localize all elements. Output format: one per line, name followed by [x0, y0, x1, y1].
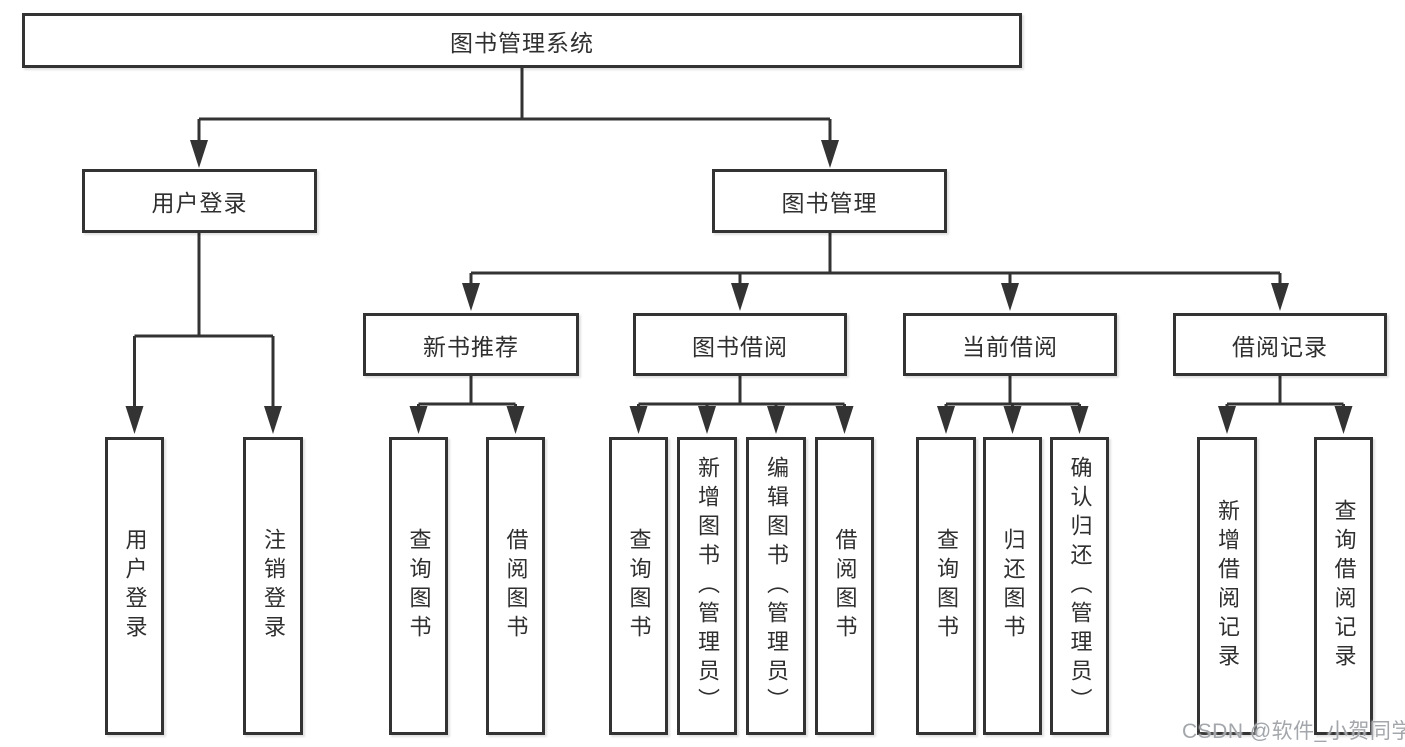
leaf-query-books-recommend: 查询图书: [389, 437, 448, 735]
node-label: 注销登录: [261, 528, 286, 644]
leaf-user-login: 用户登录: [105, 437, 164, 735]
node-user-login: 用户登录: [82, 169, 317, 233]
node-label: 查询图书: [934, 528, 959, 644]
arrowheads: [125, 140, 1353, 434]
node-label: 新增图书（管理员）: [695, 455, 720, 717]
leaf-return-book: 归还图书: [983, 437, 1042, 735]
node-label: 借阅图书: [503, 528, 529, 644]
node-label: 当前借阅: [962, 333, 1058, 360]
node-label: 图书管理: [781, 190, 878, 216]
node-label: 借阅图书: [832, 528, 858, 644]
node-label: 用户登录: [122, 528, 148, 644]
node-label: 新增借阅记录: [1215, 499, 1240, 673]
leaf-query-books-current: 查询图书: [916, 437, 976, 735]
node-label: 新书推荐: [423, 333, 519, 360]
leaf-borrow-books-recommend: 借阅图书: [486, 437, 545, 735]
node-book-borrowing: 图书借阅: [633, 313, 847, 376]
leaf-borrow-books-borrowing: 借阅图书: [815, 437, 874, 735]
leaf-confirm-return-admin: 确认归还（管理员）: [1050, 437, 1109, 735]
node-label: 查询借阅记录: [1331, 499, 1357, 673]
node-current-borrowing: 当前借阅: [903, 313, 1117, 376]
leaf-add-borrow-record: 新增借阅记录: [1197, 437, 1257, 735]
leaf-query-books-borrowing: 查询图书: [609, 437, 668, 735]
leaf-query-borrow-record: 查询借阅记录: [1314, 437, 1373, 735]
csdn-watermark: CSDN @软件_小贺同学: [1182, 720, 1405, 743]
node-label: 编辑图书（管理员）: [764, 455, 789, 717]
node-book-management: 图书管理: [712, 169, 947, 233]
node-borrowing-records: 借阅记录: [1173, 313, 1387, 376]
node-label: 图书管理系统: [450, 29, 594, 56]
leaf-add-book-admin: 新增图书（管理员）: [677, 437, 737, 735]
node-label: 确认归还（管理员）: [1067, 455, 1093, 717]
leaf-logout: 注销登录: [243, 437, 303, 735]
node-label: 借阅记录: [1232, 333, 1328, 360]
node-label: 用户登录: [151, 190, 248, 216]
node-library-management-system: 图书管理系统: [22, 13, 1022, 68]
node-label: 图书借阅: [692, 333, 788, 360]
node-label: 归还图书: [1000, 528, 1026, 644]
node-new-book-recommendation: 新书推荐: [363, 313, 579, 376]
node-label: 查询图书: [406, 528, 432, 644]
leaf-edit-book-admin: 编辑图书（管理员）: [746, 437, 806, 735]
node-label: 查询图书: [626, 528, 652, 644]
